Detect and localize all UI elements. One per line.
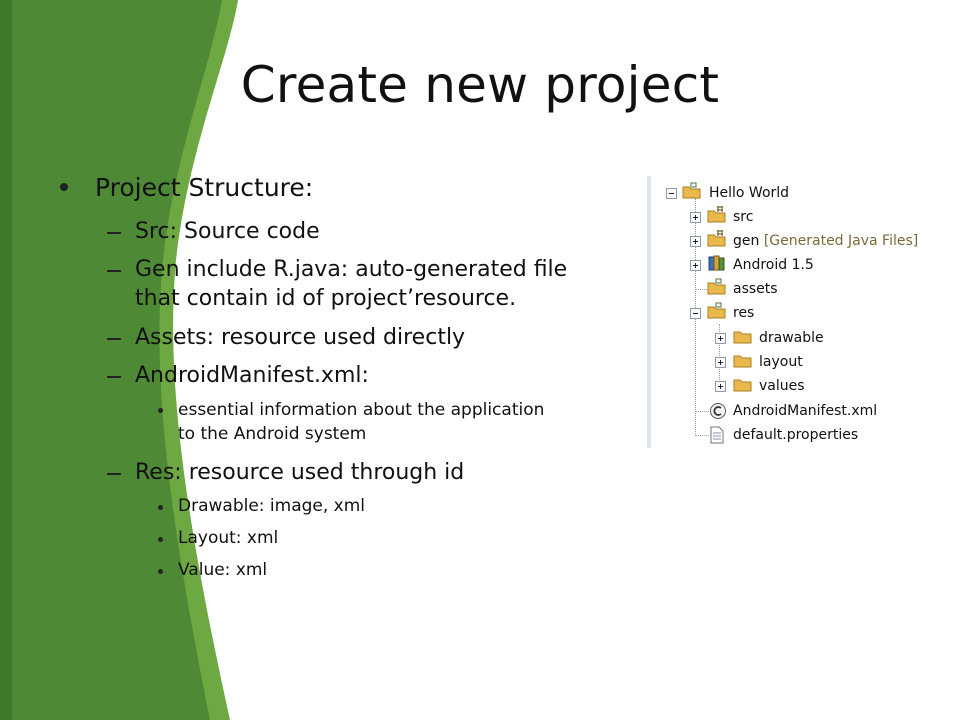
tree-gen-label[interactable]: gen [Generated Java Files] [733,233,918,249]
bullet-dot [158,537,163,542]
project-folder-icon [682,182,701,199]
bullet-res: Res: resource used through id [135,460,465,485]
bullet-gen-line1: Gen include R.java: auto-generated file [135,257,568,282]
expand-toggle[interactable] [715,381,726,392]
bullet-manifest-sub-line1: essential information about the applicat… [178,400,545,420]
expand-toggle[interactable] [690,260,701,271]
folder-icon [733,379,752,392]
expand-toggle[interactable] [715,357,726,368]
expand-toggle[interactable] [715,333,726,344]
project-explorer-tree: Hello World src gen [Generated Java File… [647,176,931,448]
bullet-drawable: Drawable: image, xml [178,496,366,516]
source-folder-icon [707,230,726,247]
tree-src-label[interactable]: src [733,209,754,225]
tree-default-properties-label[interactable]: default.properties [733,427,859,443]
dash-marker [107,270,121,272]
tree-root-label[interactable]: Hello World [709,185,790,201]
collapse-toggle[interactable] [666,188,677,199]
tree-left-border [647,176,651,448]
expand-toggle[interactable] [690,236,701,247]
folder-icon [733,355,752,368]
tree-gen-name: gen [733,233,760,249]
collapse-toggle[interactable] [690,308,701,319]
bullet-gen-line2: that contain id of project’resource. [135,286,517,311]
tree-android-label[interactable]: Android 1.5 [733,257,814,273]
open-folder-icon [707,302,726,319]
bullet-manifest-sub-line2: to the Android system [178,424,367,444]
tree-res-label[interactable]: res [733,305,755,321]
tree-assets-label[interactable]: assets [733,281,778,297]
folder-icon [733,331,752,344]
source-folder-icon [707,206,726,223]
slide-title: Create new project [240,56,720,114]
library-icon [708,255,725,271]
tree-guide-line [695,435,709,436]
tree-values-label[interactable]: values [759,378,805,394]
bullet-manifest: AndroidManifest.xml: [135,363,369,388]
tree-manifest-label[interactable]: AndroidManifest.xml [733,403,878,419]
tree-drawable-label[interactable]: drawable [759,330,824,346]
folder-icon [707,278,726,295]
bullet-src: Src: Source code [135,219,320,244]
bullet-dot [158,569,163,574]
bullet-project-structure: Project Structure: [95,173,314,202]
dash-marker [107,376,121,378]
dash-marker [107,232,121,234]
tree-guide-line [719,324,720,388]
tree-layout-label[interactable]: layout [759,354,803,370]
bullet-value: Value: xml [178,560,268,580]
tree-guide-line [695,289,709,290]
manifest-file-icon [710,403,726,419]
bullet-assets: Assets: resource used directly [135,325,466,350]
dash-marker [107,473,121,475]
bullet-dot [60,183,68,191]
tree-gen-note: [Generated Java Files] [763,233,919,249]
dash-marker [107,338,121,340]
tree-guide-line [695,411,709,412]
bullet-dot [158,408,163,413]
properties-file-icon [710,426,724,444]
bullet-layout: Layout: xml [178,528,279,548]
expand-toggle[interactable] [690,212,701,223]
bullet-dot [158,505,163,510]
